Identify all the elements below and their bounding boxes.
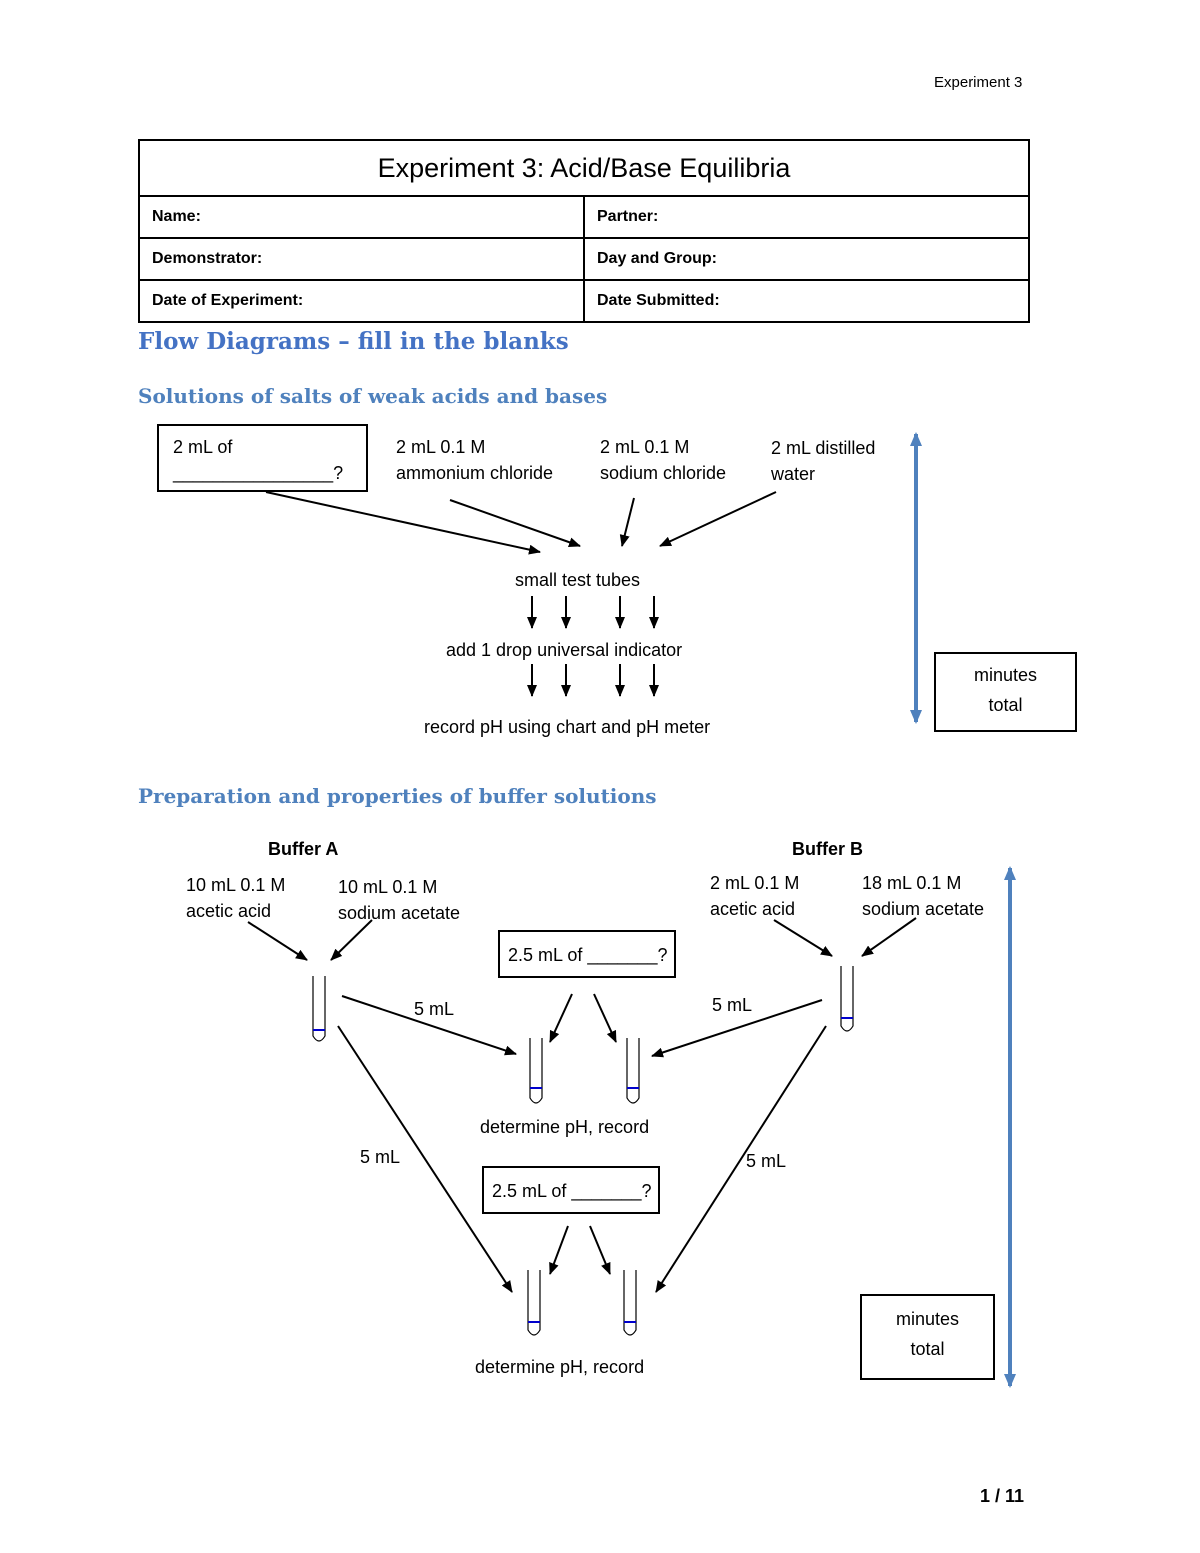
add-reagent-blank-1[interactable]: 2.5 mL of _______? — [508, 945, 668, 965]
reagent-water-amount: 2 mL distilled — [771, 438, 876, 458]
buffer-a-acetic-name: acetic acid — [186, 901, 272, 921]
name-field[interactable]: Name: — [138, 195, 585, 239]
buffers-total-label: total — [910, 1339, 945, 1359]
buffer-b-acetic-name: acetic acid — [710, 899, 796, 919]
partner-field[interactable]: Partner: — [583, 195, 1030, 239]
step-indicator: add 1 drop universal indicator — [446, 640, 683, 660]
buffers-time-box: minutes total — [860, 1294, 995, 1380]
test-tube-icon — [529, 1038, 543, 1104]
test-tube-icon — [527, 1270, 541, 1336]
demonstrator-field[interactable]: Demonstrator: — [138, 237, 585, 281]
salts-time-box: minutes total — [934, 652, 1077, 732]
result-label-1: determine pH, record — [480, 1117, 650, 1137]
buffer-b-acetate-name: sodium acetate — [862, 899, 985, 919]
test-tube-icon — [623, 1270, 637, 1336]
buffer-b-acetate-amount: 18 mL 0.1 M — [862, 873, 962, 893]
experiment-info-table: Experiment 3: Acid/Base Equilibria Name:… — [138, 139, 1030, 323]
salts-heading: Solutions of salts of weak acids and bas… — [138, 384, 608, 408]
page-number: 1 / 11 — [980, 1486, 1025, 1506]
add-reagent-blank-2[interactable]: 2.5 mL of _______? — [492, 1181, 652, 1201]
date-submitted-field[interactable]: Date Submitted: — [583, 279, 1030, 323]
buffer-a-title: Buffer A — [268, 839, 339, 859]
buffer-a-acetate-amount: 10 mL 0.1 M — [338, 877, 438, 897]
running-header: Experiment 3 — [934, 74, 1023, 91]
test-tube-icon — [626, 1038, 640, 1104]
day-group-field[interactable]: Day and Group: — [583, 237, 1030, 281]
volume-label: 5 mL — [746, 1151, 787, 1171]
add-reagent-box-1: 2.5 mL of _______? — [498, 930, 676, 978]
test-tube-icon — [840, 966, 854, 1032]
add-reagent-box-2: 2.5 mL of _______? — [482, 1166, 660, 1214]
reagent-ammonium-amount: 2 mL 0.1 M — [396, 437, 486, 457]
buffer-arrows — [247, 917, 917, 1293]
step-test-tubes: small test tubes — [515, 570, 641, 590]
volume-label: 5 mL — [414, 999, 455, 1019]
volume-label: 5 mL — [712, 995, 753, 1015]
unknown-salt-label: 2 mL of — [173, 437, 233, 457]
test-tube-icon — [312, 976, 326, 1042]
step-record-ph: record pH using chart and pH meter — [424, 717, 711, 737]
salts-input-arrows — [265, 491, 777, 555]
salts-minutes-label: minutes — [973, 665, 1038, 685]
buffer-a-acetic-amount: 10 mL 0.1 M — [186, 875, 286, 895]
reagent-ammonium-name: ammonium chloride — [396, 463, 554, 483]
buffer-b-acetic-amount: 2 mL 0.1 M — [710, 873, 800, 893]
buffers-minutes-label: minutes — [895, 1309, 960, 1329]
experiment-title: Experiment 3: Acid/Base Equilibria — [138, 139, 1030, 197]
buffer-a-acetate-name: sodium acetate — [338, 903, 461, 923]
date-experiment-field[interactable]: Date of Experiment: — [138, 279, 585, 323]
buffer-b-title: Buffer B — [792, 839, 863, 859]
buffers-heading: Preparation and properties of buffer sol… — [138, 784, 657, 808]
reagent-water-name: water — [771, 464, 816, 484]
reagent-sodium-chloride-name: sodium chloride — [600, 463, 727, 483]
result-label-2: determine pH, record — [475, 1357, 645, 1377]
unknown-salt-box: 2 mL of ________________? — [157, 424, 368, 492]
reagent-sodium-chloride-amount: 2 mL 0.1 M — [600, 437, 690, 457]
volume-label: 5 mL — [360, 1147, 401, 1167]
salts-total-label: total — [988, 695, 1023, 715]
salts-step-arrows — [527, 596, 659, 697]
unknown-salt-blank[interactable]: ________________? — [173, 463, 344, 483]
section-title: Flow Diagrams – fill in the blanks — [138, 328, 569, 355]
